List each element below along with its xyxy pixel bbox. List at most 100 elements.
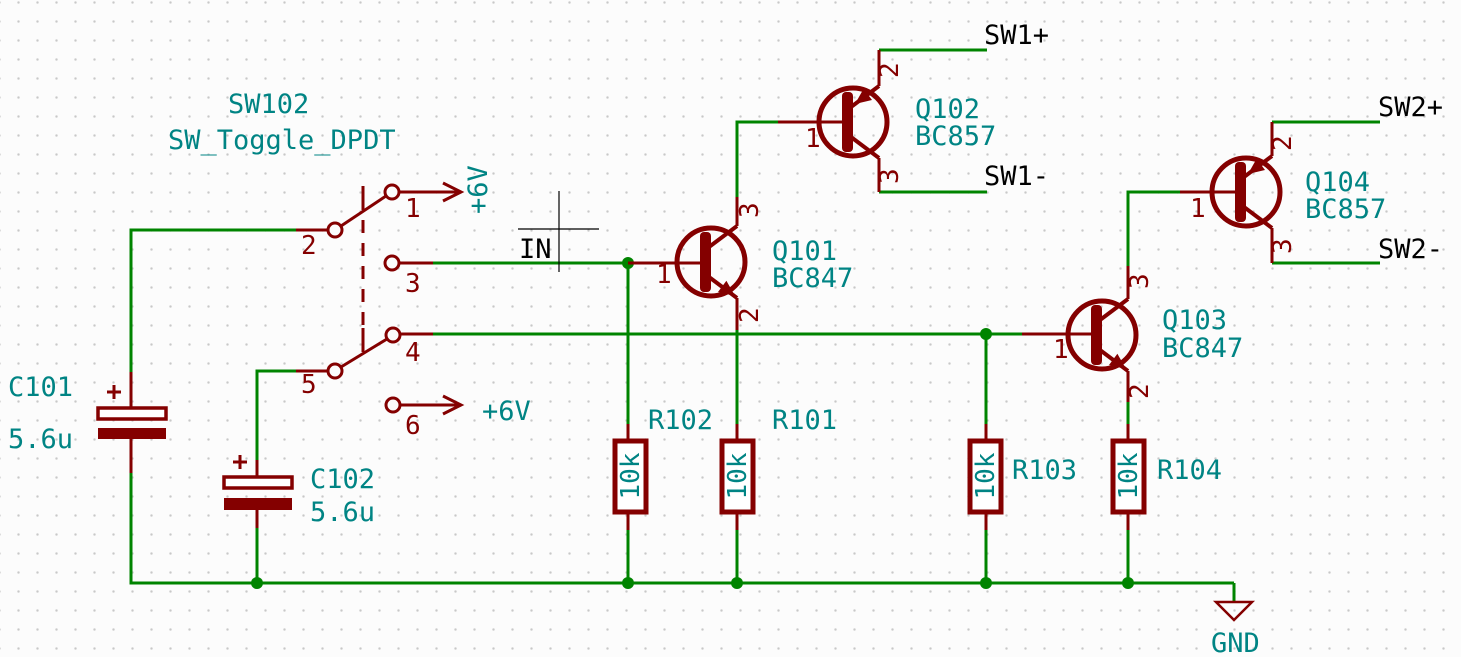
q103-value[interactable]: BC847 xyxy=(1162,333,1243,364)
c102-plate-negative xyxy=(224,498,292,510)
sw102-pin5-number: 5 xyxy=(301,370,317,400)
sw102-pin2-number: 2 xyxy=(301,231,317,261)
q103-emitter-arrow xyxy=(1109,353,1126,369)
sw-pin4-contact xyxy=(384,326,402,344)
q103-pin2-number: 2 xyxy=(1125,383,1155,399)
q101-pin1-number: 1 xyxy=(656,260,672,290)
junction-dot[interactable] xyxy=(980,328,992,340)
r104-reference[interactable]: R104 xyxy=(1157,455,1222,486)
q101-value[interactable]: BC847 xyxy=(772,263,853,294)
wire-c102-to-sw-pin5[interactable] xyxy=(255,369,297,461)
net-label-sw2-plus[interactable]: SW2+ xyxy=(1378,92,1443,123)
sw-pin2-contact xyxy=(326,221,344,239)
r103-value[interactable]: 10k xyxy=(971,452,1001,499)
c101-reference[interactable]: C101 xyxy=(8,372,73,403)
r103-reference[interactable]: R103 xyxy=(1012,455,1077,486)
junction-dot[interactable] xyxy=(622,577,634,589)
c101-value[interactable]: 5.6u xyxy=(8,424,73,455)
q104-base-bar xyxy=(1235,162,1246,222)
c102-reference[interactable]: C102 xyxy=(310,464,375,495)
q101-reference[interactable]: Q101 xyxy=(772,236,837,267)
q103-reference[interactable]: Q103 xyxy=(1162,305,1227,336)
net-label-in[interactable]: IN xyxy=(519,234,552,265)
q103-pin1-number: 1 xyxy=(1053,335,1069,365)
q104-value[interactable]: BC857 xyxy=(1305,194,1386,225)
q102-pin2-number: 2 xyxy=(875,62,905,78)
sw102-pin3-number: 3 xyxy=(405,269,421,299)
r102-value[interactable]: 10k xyxy=(616,452,646,499)
junction-dot[interactable] xyxy=(980,577,992,589)
c102-value[interactable]: 5.6u xyxy=(310,497,375,528)
net-label-sw2-minus[interactable]: SW2- xyxy=(1378,234,1443,265)
q104-pin2-number: 2 xyxy=(1268,135,1298,151)
r101-value[interactable]: 10k xyxy=(723,452,753,499)
vcc-pole1-label[interactable]: +6V xyxy=(463,165,494,214)
junctions xyxy=(251,257,1134,589)
r102-reference[interactable]: R102 xyxy=(648,405,713,436)
r102-body xyxy=(612,438,649,515)
transistor-symbol-q104[interactable] xyxy=(1180,122,1283,263)
wire-q103-collector-to-q104-base[interactable] xyxy=(1126,190,1181,266)
q101-pin2-number: 2 xyxy=(735,307,765,323)
net-label-sw1-plus[interactable]: SW1+ xyxy=(984,20,1049,51)
q102-emitter-arrow xyxy=(855,88,872,104)
q102-pin3-number: 3 xyxy=(875,168,905,184)
transistor-symbol-q103[interactable] xyxy=(1022,266,1139,402)
resistor-symbol-r102[interactable] xyxy=(612,424,649,530)
wire-c101-to-sw-pin2[interactable] xyxy=(129,228,297,373)
q101-collector-line xyxy=(707,224,739,249)
gnd-label[interactable]: GND xyxy=(1211,628,1260,657)
transistor-symbol-q102[interactable] xyxy=(778,50,890,192)
sw102-pin4-number: 4 xyxy=(405,338,421,368)
q104-pin1-number: 1 xyxy=(1190,194,1206,224)
q104-emitter-arrow xyxy=(1248,158,1265,174)
q104-pin3-number: 3 xyxy=(1268,238,1298,254)
gnd-symbol[interactable] xyxy=(1212,600,1256,622)
vcc-pole2-label[interactable]: +6V xyxy=(482,396,531,427)
q101-pin3-number: 3 xyxy=(735,202,765,218)
sw102-reference[interactable]: SW102 xyxy=(228,89,309,120)
q102-reference[interactable]: Q102 xyxy=(915,94,980,125)
resistor-symbol-r103[interactable] xyxy=(967,424,1004,530)
q102-collector-line xyxy=(849,135,881,160)
r101-body xyxy=(719,438,756,515)
q104-reference[interactable]: Q104 xyxy=(1305,167,1370,198)
power-symbol-vcc-pole1[interactable] xyxy=(399,181,465,203)
q101-base-bar xyxy=(700,232,711,292)
sw102-value[interactable]: SW_Toggle_DPDT xyxy=(168,125,396,156)
resistor-symbol-r104[interactable] xyxy=(1110,424,1147,530)
power-arrow-icon xyxy=(442,394,465,416)
q103-pin3-number: 3 xyxy=(1125,273,1155,289)
r104-value[interactable]: 10k xyxy=(1114,452,1144,499)
sw-pin1-contact xyxy=(383,183,401,201)
sw-pin6-contact xyxy=(384,396,402,414)
resistor-symbol-r101[interactable] xyxy=(719,424,756,530)
in-label-anchor-cross xyxy=(518,191,599,272)
wire-q101-collector-to-q102-base[interactable] xyxy=(735,120,779,198)
q102-base-bar xyxy=(842,92,853,152)
c101-plate-positive xyxy=(96,406,168,421)
junction-dot[interactable] xyxy=(1122,577,1134,589)
sw-lever-pole2 xyxy=(340,337,388,369)
switch-symbol-sw102[interactable] xyxy=(296,183,433,414)
sw-pin5-contact xyxy=(326,362,344,380)
q102-pin1-number: 1 xyxy=(805,124,821,154)
junction-dot[interactable] xyxy=(731,577,743,589)
r103-body xyxy=(967,438,1004,515)
sw102-pin6-number: 6 xyxy=(405,411,421,441)
gnd-triangle-icon xyxy=(1212,600,1256,622)
q103-base-bar xyxy=(1091,305,1102,365)
junction-dot[interactable] xyxy=(251,577,263,589)
transistor-symbol-q101[interactable] xyxy=(628,197,748,330)
r101-reference[interactable]: R101 xyxy=(772,405,837,436)
sw-lever-pole1 xyxy=(340,194,387,228)
capacitor-symbol-c102[interactable] xyxy=(222,455,294,528)
q101-emitter-arrow xyxy=(718,280,735,296)
q102-value[interactable]: BC857 xyxy=(915,121,996,152)
net-label-sw1-minus[interactable]: SW1- xyxy=(984,161,1049,192)
c101-plate-negative xyxy=(98,428,166,439)
capacitor-symbol-c101[interactable] xyxy=(96,372,168,473)
power-symbol-vcc-pole2[interactable] xyxy=(401,394,465,416)
wires xyxy=(129,48,1380,602)
